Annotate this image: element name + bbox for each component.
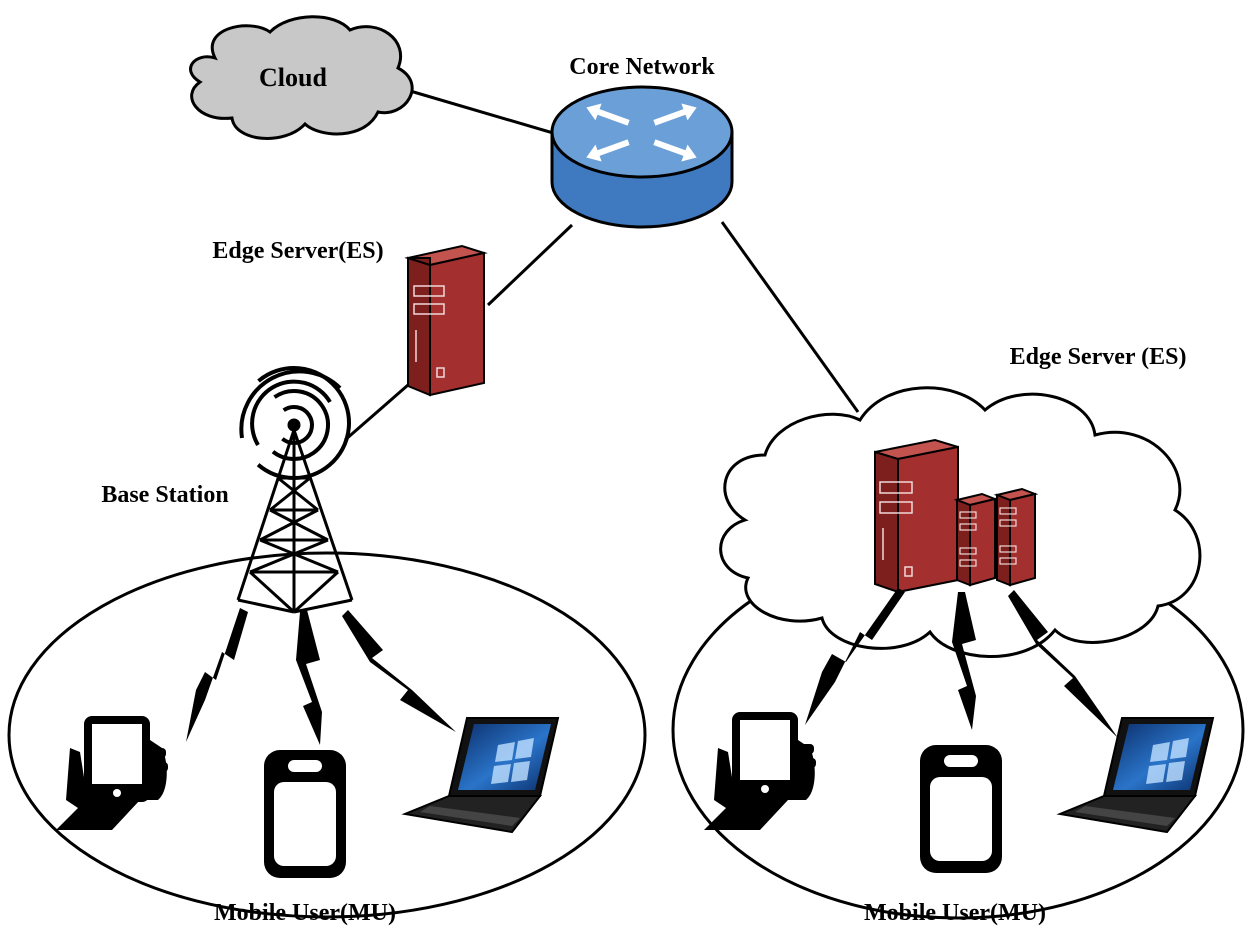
link-cloud-core (399, 86, 561, 137)
lightning-icon (1008, 590, 1118, 738)
phone-icon (920, 745, 1002, 873)
link-core-edge-cloud (720, 221, 860, 413)
router-icon (550, 85, 734, 229)
edge-server-left-label: Edge Server(ES) (212, 238, 383, 264)
server-icon (874, 438, 959, 594)
server-icon (993, 487, 1039, 587)
lightning-icon (952, 592, 976, 730)
core-network-label: Core Network (569, 54, 715, 80)
lightning-icon (296, 610, 322, 745)
lightning-icon (186, 608, 248, 742)
cloud-label: Cloud (259, 63, 327, 92)
tablet-icon (704, 712, 816, 830)
tablet-icon (56, 716, 168, 830)
base-station-label: Base Station (101, 482, 228, 508)
lightning-icon (805, 588, 905, 725)
laptop-icon (401, 717, 560, 834)
phone-icon (264, 750, 346, 878)
mobile-user-area-left (7, 551, 647, 919)
link-core-edge-server (486, 223, 574, 307)
server-icon (404, 244, 488, 397)
lightning-icon (342, 610, 456, 732)
edge-server-right-label: Edge Server (ES) (1010, 344, 1187, 370)
connection-lines (344, 86, 860, 442)
cloud-icon (189, 15, 414, 140)
tower-icon (236, 366, 354, 614)
mobile-user-left-label: Mobile User(MU) (214, 900, 396, 926)
server-icon (953, 492, 999, 587)
laptop-icon (1056, 717, 1215, 834)
mobile-user-right-label: Mobile User(MU) (864, 900, 1046, 926)
link-edge-server-base-station (344, 383, 409, 442)
